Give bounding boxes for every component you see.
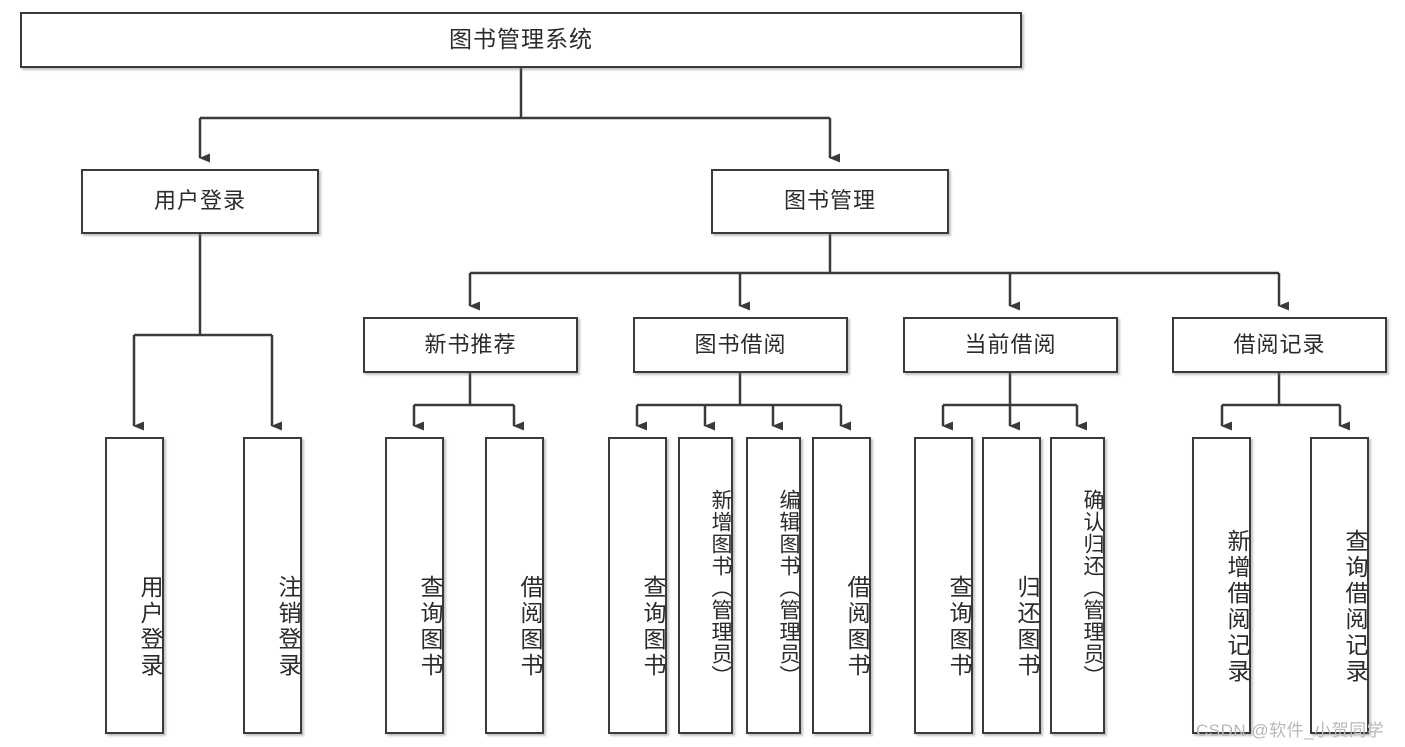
node-root-book-management-system[interactable]: 图书管理系统 <box>20 12 1022 68</box>
node-label: 查询图书 <box>417 574 443 679</box>
leaf-user-login[interactable]: 用户登录 <box>105 437 164 734</box>
leaf-borrow-book-recommendation[interactable]: 借阅图书 <box>485 437 544 734</box>
node-user-login[interactable]: 用户登录 <box>81 169 319 234</box>
node-label: 借阅图书 <box>517 574 543 679</box>
leaf-add-borrow-record[interactable]: 新增借阅记录 <box>1192 437 1251 734</box>
node-label: 编辑图书（管理员） <box>777 488 800 687</box>
leaf-return-book[interactable]: 归还图书 <box>982 437 1041 734</box>
leaf-query-borrow-record[interactable]: 查询借阅记录 <box>1310 437 1369 734</box>
node-label: 图书借阅 <box>694 331 787 357</box>
node-label: 新增借阅记录 <box>1224 528 1250 685</box>
node-book-management[interactable]: 图书管理 <box>711 169 949 234</box>
leaf-query-book-borrowing[interactable]: 查询图书 <box>608 437 667 734</box>
node-label: 用户登录 <box>153 188 246 214</box>
csdn-watermark: CSDN @软件_小贺同学 <box>1196 721 1385 740</box>
node-label: 借阅图书 <box>844 574 870 679</box>
node-label: 归还图书 <box>1014 574 1040 679</box>
node-label: 注销登录 <box>275 574 301 679</box>
leaf-logout[interactable]: 注销登录 <box>243 437 302 734</box>
node-borrowing-record[interactable]: 借阅记录 <box>1172 317 1387 373</box>
node-label: 新增图书（管理员） <box>709 488 732 687</box>
leaf-borrow-book-borrowing[interactable]: 借阅图书 <box>812 437 871 734</box>
leaf-confirm-return-admin[interactable]: 确认归还（管理员） <box>1050 437 1105 734</box>
leaf-query-book-current[interactable]: 查询图书 <box>914 437 973 734</box>
node-new-book-recommendation[interactable]: 新书推荐 <box>363 317 578 373</box>
node-label: 查询借阅记录 <box>1342 528 1368 685</box>
node-current-borrowing[interactable]: 当前借阅 <box>903 317 1118 373</box>
leaf-query-book-recommendation[interactable]: 查询图书 <box>385 437 444 734</box>
node-label: 查询图书 <box>640 574 666 679</box>
node-label: 图书管理系统 <box>449 26 593 53</box>
node-label: 用户登录 <box>137 574 163 679</box>
leaf-add-book-admin[interactable]: 新增图书（管理员） <box>678 437 733 734</box>
leaf-edit-book-admin[interactable]: 编辑图书（管理员） <box>746 437 801 734</box>
node-book-borrowing[interactable]: 图书借阅 <box>633 317 848 373</box>
node-label: 借阅记录 <box>1233 331 1326 357</box>
node-label: 查询图书 <box>946 574 972 679</box>
node-label: 新书推荐 <box>424 331 517 357</box>
node-label: 图书管理 <box>783 188 876 214</box>
node-label: 当前借阅 <box>964 331 1057 357</box>
node-label: 确认归还（管理员） <box>1081 488 1104 687</box>
